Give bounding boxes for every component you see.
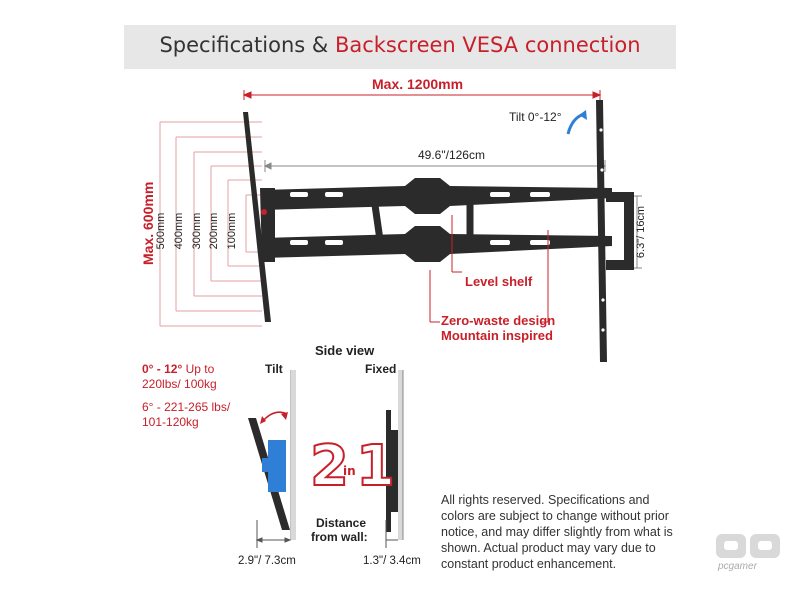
spec-line-4: 101-120kg: [142, 415, 199, 429]
tilt-view-label: Tilt: [265, 362, 283, 376]
tilt-distance-label: 2.9"/ 7.3cm: [238, 555, 296, 567]
level-shelf-label: Level shelf: [465, 274, 533, 289]
vesa-300-label: 300mm: [191, 212, 203, 250]
two-in-one-graphic: 2 in 1: [309, 433, 396, 500]
fixed-view-label: Fixed: [365, 362, 397, 376]
logo-text: pcgamer: [718, 561, 757, 572]
lower-arm: [262, 226, 612, 262]
page-title: Specifications & Backscreen VESA connect…: [124, 33, 676, 57]
tilt-arrow-icon: [566, 110, 587, 135]
left-pivot: [260, 188, 275, 262]
pcgamer-logo: [716, 534, 780, 558]
vesa-400-label: 400mm: [173, 212, 185, 250]
arm-width-label: 49.6"/126cm: [418, 148, 485, 162]
in-text: in: [343, 464, 356, 478]
distance-label-2: from wall:: [311, 530, 368, 544]
spec1-bold: 0° - 12°: [142, 362, 183, 376]
tilt-label: Tilt 0°-12°: [509, 110, 562, 124]
side-height-label: 6.3"/ 16cm: [635, 205, 647, 259]
title-part-b: Backscreen VESA connection: [334, 33, 641, 57]
mountain-inspired-label: Mountain inspired: [441, 328, 553, 343]
max-height-label: Max. 600mm: [140, 181, 156, 265]
upper-arm: [262, 178, 612, 214]
max-width-dimension: [242, 90, 602, 100]
side-view-title: Side view: [315, 343, 375, 358]
right-vertical-bar: [596, 100, 607, 362]
distance-label-1: Distance: [316, 516, 367, 530]
vesa-100-label: 100mm: [226, 212, 238, 250]
header-bar: Specifications & Backscreen VESA connect…: [124, 25, 676, 69]
fixed-side-view: [386, 370, 404, 540]
left-vertical-bar: [243, 112, 271, 322]
fixed-distance-dim: [385, 520, 398, 548]
cross-brace: [371, 198, 474, 241]
two-digit: 2: [310, 434, 349, 499]
tilt-distance-dim: [255, 520, 292, 548]
vesa-height-lines: [159, 121, 262, 327]
spec-line-2: 220lbs/ 100kg: [142, 377, 217, 391]
max-width-label: Max. 1200mm: [372, 76, 464, 92]
fixed-distance-label: 1.3"/ 3.4cm: [363, 555, 421, 567]
tilt-side-view: [248, 370, 296, 540]
disclaimer-text: All rights reserved. Specifications and …: [441, 493, 673, 571]
zero-waste-callout: [429, 230, 549, 323]
spec1-rest: Up to: [182, 362, 215, 376]
level-shelf-callout: [451, 215, 462, 273]
wall-plate: [606, 192, 634, 270]
spec-line-1: 0° - 12° Up to: [142, 362, 214, 376]
title-part-a: Specifications &: [159, 33, 335, 57]
spec-line-3: 6° - 221-265 lbs/: [142, 400, 231, 414]
zero-waste-label: Zero-waste design: [441, 313, 556, 328]
vesa-500-label: 500mm: [155, 212, 167, 250]
vesa-200-label: 200mm: [208, 212, 220, 250]
one-digit: 1: [356, 434, 395, 499]
